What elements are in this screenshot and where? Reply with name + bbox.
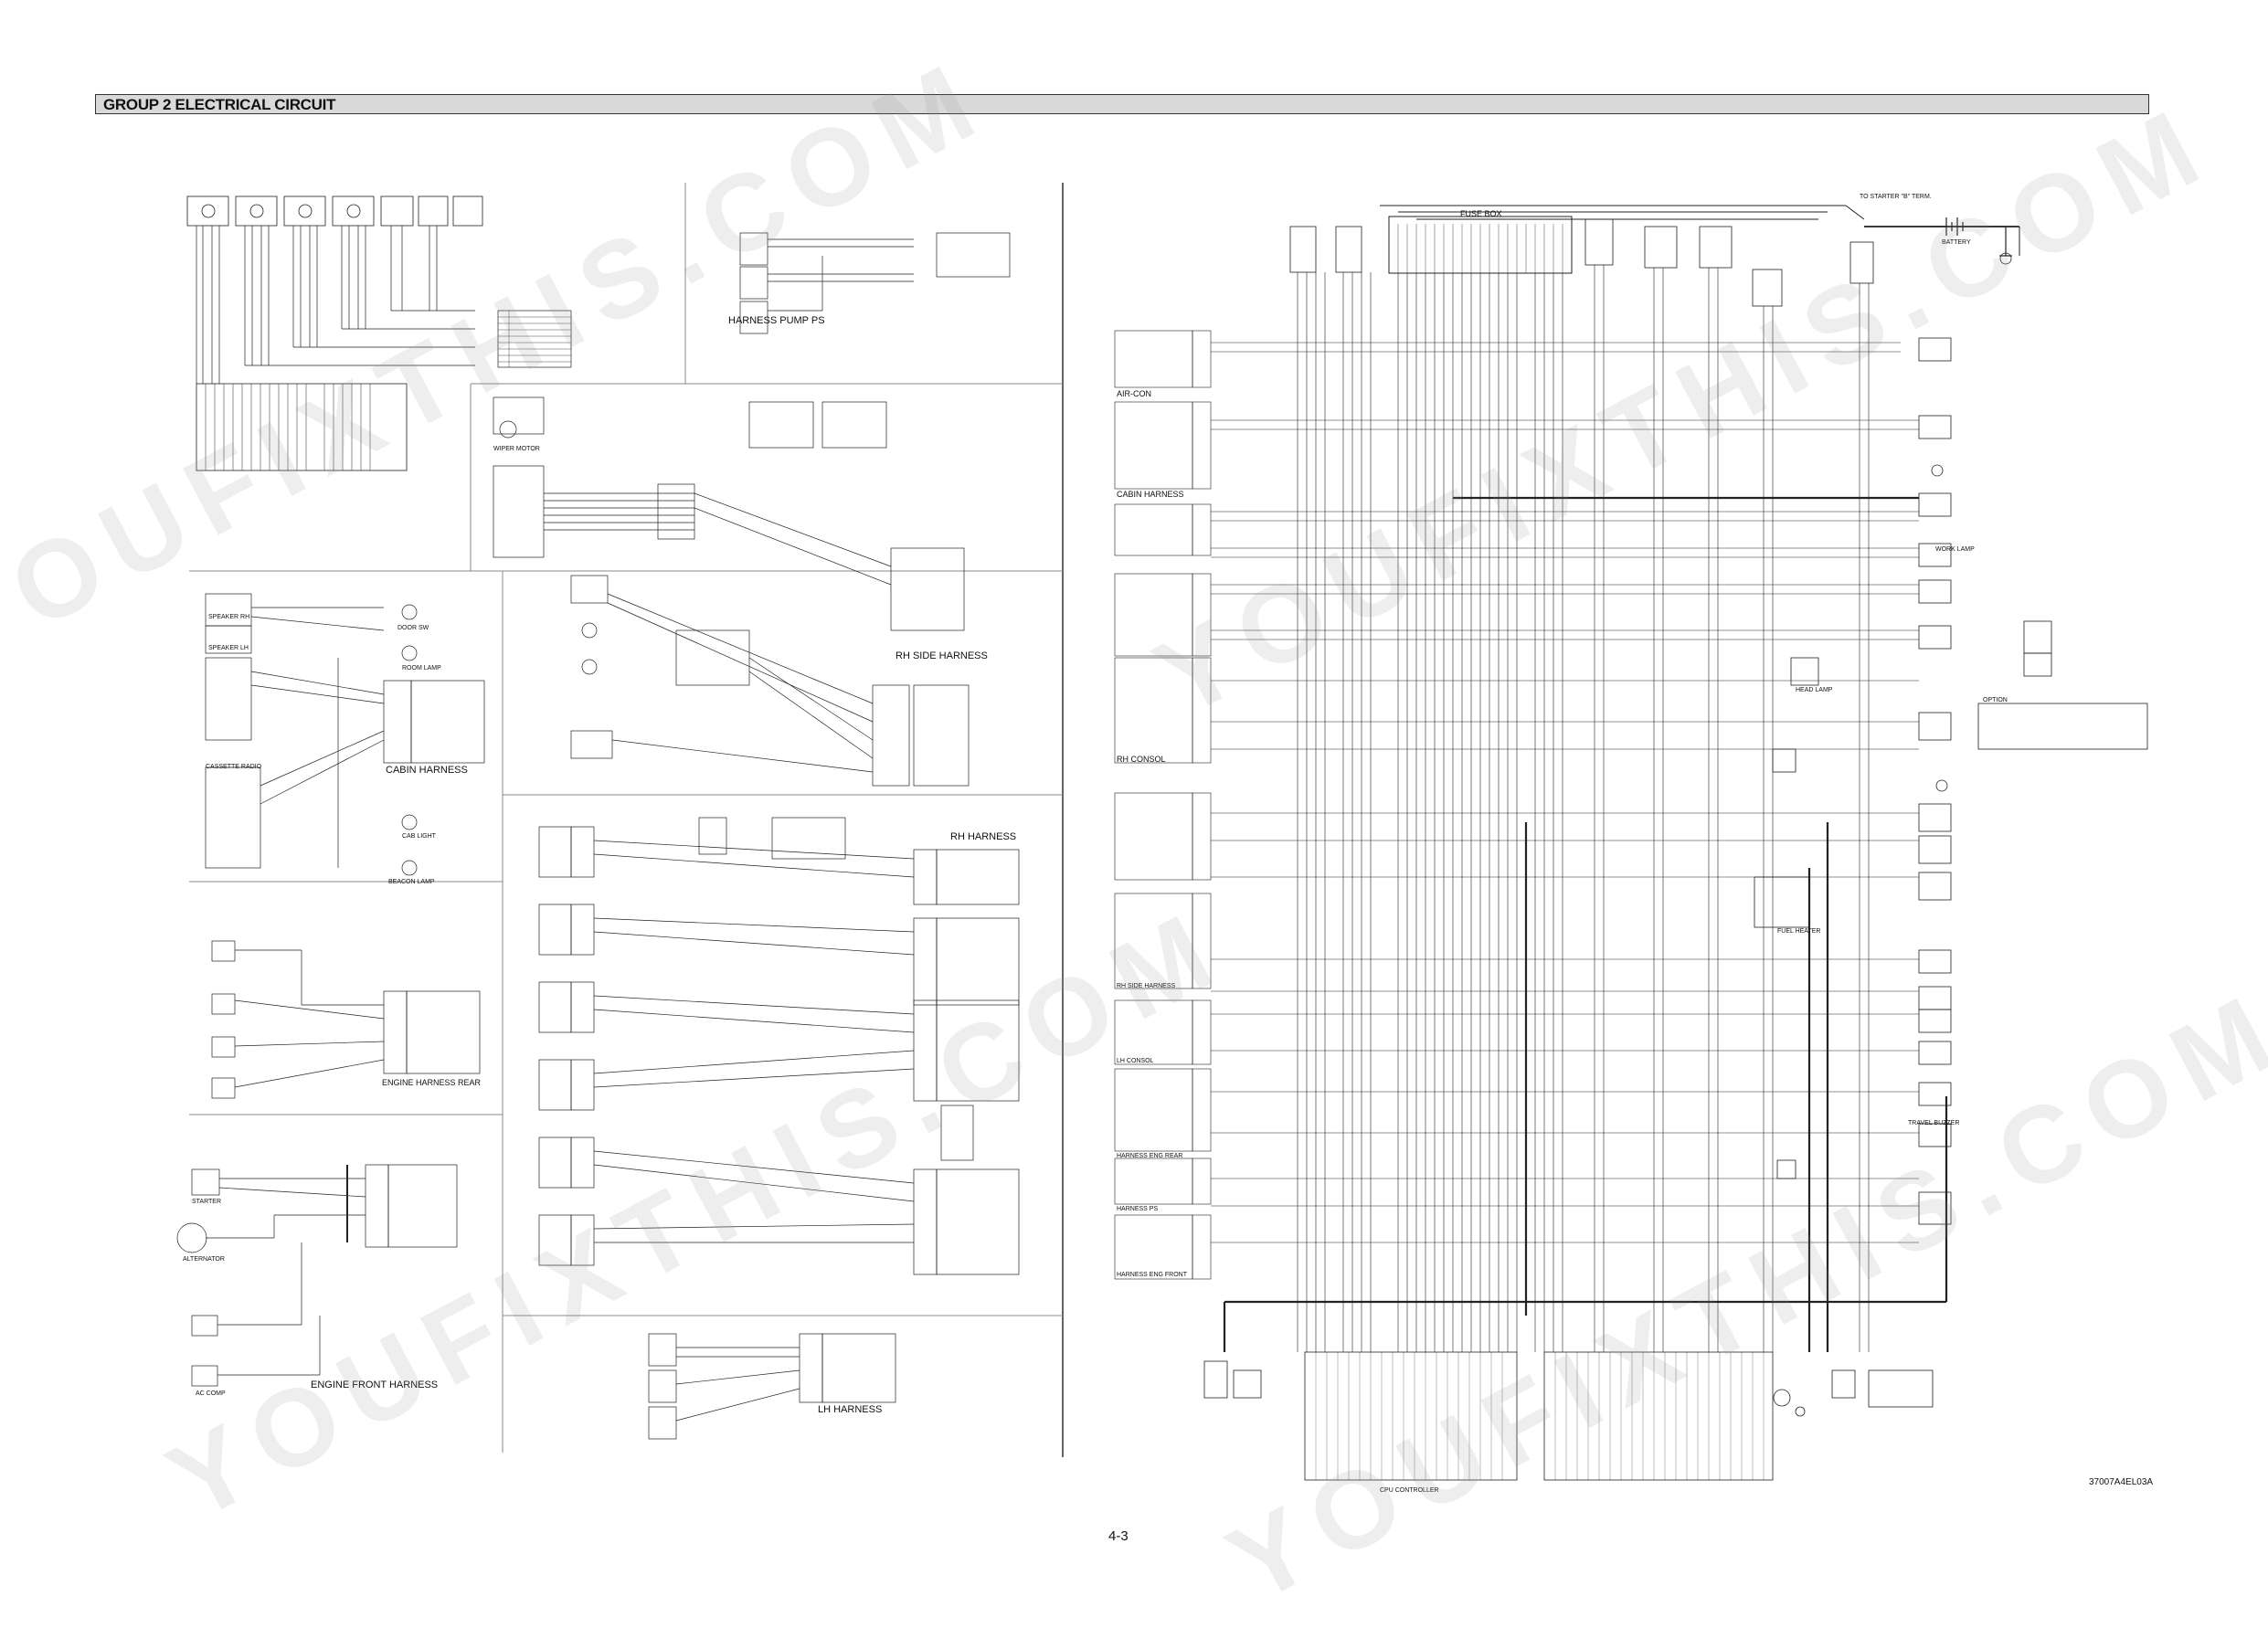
label-cabin-harness-right: CABIN HARNESS (1117, 490, 1184, 499)
label-harness-pump-ps: HARNESS PUMP PS (728, 315, 825, 326)
label-to-starter-b-term: TO STARTER "B" TERM. (1860, 194, 1932, 200)
label-engine-harness-rear: ENGINE HARNESS REAR (382, 1078, 482, 1087)
label-ac-comp: AC COMP (196, 1390, 226, 1397)
label-rh-consol: RH CONSOL (1117, 755, 1166, 764)
label-alternator: ALTERNATOR (183, 1256, 225, 1263)
label-rh-harness: RH HARNESS (950, 831, 1017, 842)
label-room-lamp: ROOM LAMP (402, 665, 441, 671)
label-fuse-box: FUSE BOX (1460, 209, 1502, 218)
label-work-lamp: WORK LAMP (1935, 546, 1975, 553)
label-door-sw: DOOR SW (397, 625, 429, 631)
label-cab-light: CAB LIGHT (402, 833, 436, 840)
label-head-lamp: HEAD LAMP (1796, 687, 1833, 693)
label-battery: BATTERY (1942, 239, 1971, 246)
page-number: 4-3 (1108, 1528, 1129, 1544)
page-title: GROUP 2 ELECTRICAL CIRCUIT (103, 96, 336, 113)
label-rh-side-harness: RH SIDE HARNESS (896, 650, 988, 661)
label-rh-side-harness-right: RH SIDE HARNESS (1117, 983, 1176, 989)
label-travel-buzzer: TRAVEL BUZZER (1908, 1120, 1960, 1126)
label-cassette-radio: CASSETTE RADIO (206, 764, 262, 770)
label-harness-eng-front: HARNESS ENG FRONT (1117, 1272, 1188, 1278)
label-lh-consol: LH CONSOL (1117, 1058, 1154, 1064)
label-speaker-rh: SPEAKER RH (208, 614, 250, 620)
label-air-con: AIR-CON (1117, 389, 1151, 398)
label-fuel-heater: FUEL HEATER (1777, 928, 1821, 935)
label-wiper-motor: WIPER MOTOR (493, 446, 540, 452)
label-cabin-harness: CABIN HARNESS (386, 765, 468, 776)
label-cpu-controller: CPU CONTROLLER (1380, 1487, 1439, 1494)
group-header-bar: GROUP 2 ELECTRICAL CIRCUIT (95, 94, 2149, 114)
label-lh-harness: LH HARNESS (818, 1404, 883, 1415)
label-beacon-lamp: BEACON LAMP (388, 879, 435, 885)
label-speaker-lh: SPEAKER LH (208, 645, 249, 651)
label-harness-ps: HARNESS PS (1117, 1206, 1159, 1212)
drawing-code: 37007A4EL03A (2089, 1477, 2154, 1487)
label-harness-eng-rear: HARNESS ENG REAR (1117, 1153, 1183, 1159)
label-engine-front-harness: ENGINE FRONT HARNESS (311, 1380, 439, 1390)
label-starter: STARTER (192, 1199, 222, 1205)
label-option: OPTION (1983, 697, 2008, 703)
